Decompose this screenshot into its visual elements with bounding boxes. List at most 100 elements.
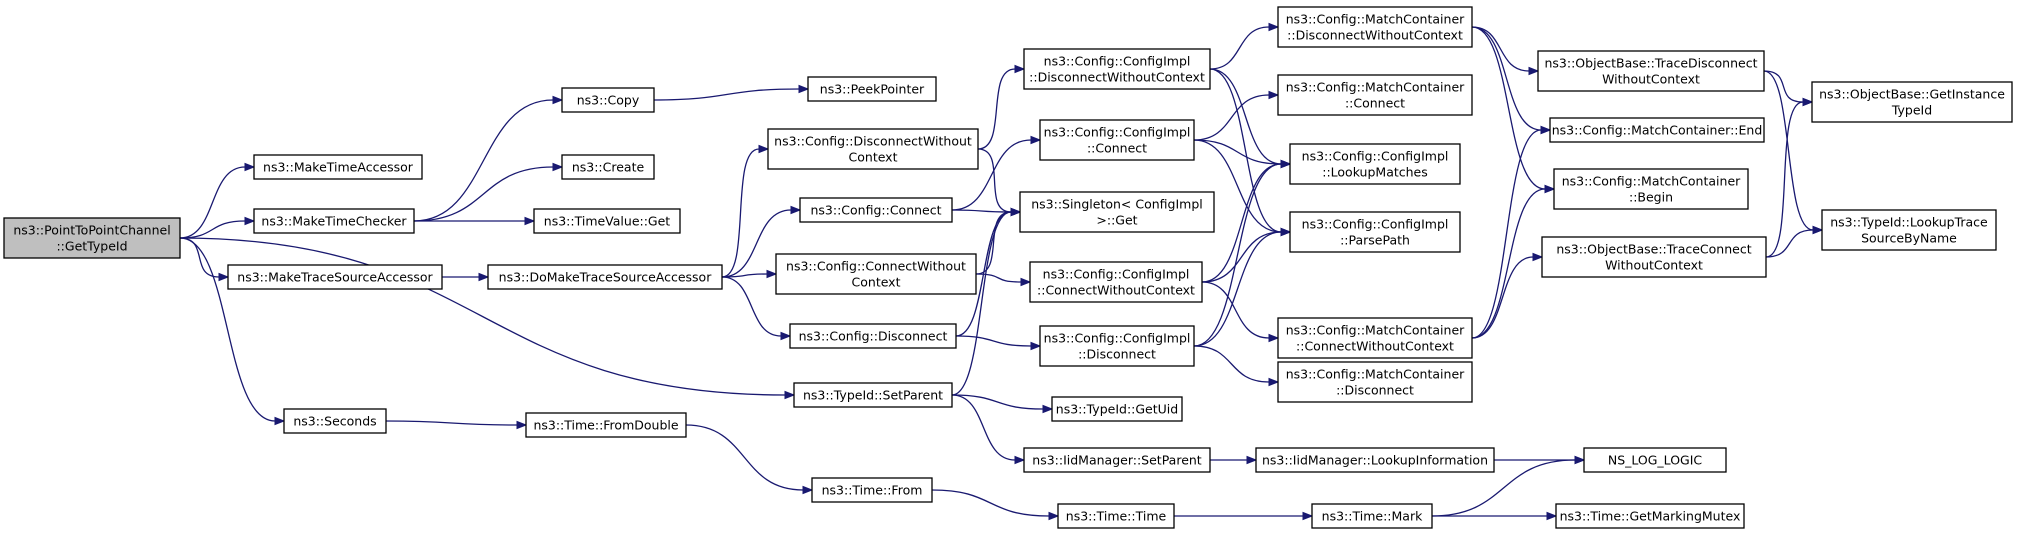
node-box — [525, 412, 687, 438]
node-cconn[interactable]: ns3::Config::Connect — [799, 197, 953, 223]
edge-line — [653, 88, 800, 101]
node-cidwc[interactable]: ns3::Config::ConfigImpl::DisconnectWitho… — [1023, 48, 1211, 90]
node-label: ns3::Config::ConfigImpl — [1302, 217, 1449, 232]
edge-line — [1471, 129, 1542, 339]
node-box — [1311, 503, 1433, 529]
nodes-layer: ns3::PointToPointChannel::GetTypeIdns3::… — [3, 6, 2013, 529]
node-label: ns3::MakeTimeAccessor — [263, 160, 414, 175]
edge-obtcwc-to-tilts — [1765, 225, 1824, 258]
node-box — [253, 208, 415, 234]
edge-line — [721, 148, 760, 278]
node-box — [1541, 236, 1767, 278]
node-dmtsa[interactable]: ns3::DoMakeTraceSourceAccessor — [487, 264, 723, 290]
arrowhead — [1048, 511, 1060, 521]
edge-tfrom-to-ttime — [931, 489, 1060, 521]
node-mcdwc[interactable]: ns3::Config::MatchContainer::DisconnectW… — [1277, 6, 1473, 48]
node-label: ns3::TypeId::LookupTrace — [1830, 215, 1988, 230]
node-box — [1553, 168, 1749, 210]
node-ccwc[interactable]: ns3::Config::ConnectWithoutContext — [775, 253, 977, 295]
arrowhead — [1010, 207, 1022, 217]
node-label: ns3::Config::DisconnectWithout — [774, 134, 972, 149]
edge-fromdouble-to-tfrom — [685, 424, 814, 495]
edge-mccwc-to-mcbegin — [1471, 184, 1556, 339]
edge-cicwc-to-mccwc — [1201, 281, 1280, 343]
node-create[interactable]: ns3::Create — [561, 154, 655, 180]
node-tvget[interactable]: ns3::TimeValue::Get — [533, 208, 681, 234]
node-box — [1039, 119, 1195, 161]
edge-line — [951, 209, 1012, 213]
node-box — [1277, 317, 1473, 359]
edge-mcdwc-to-obtdwc — [1471, 26, 1540, 76]
node-mcdisc[interactable]: ns3::Config::MatchContainer::Disconnect — [1277, 361, 1473, 403]
node-singleton[interactable]: ns3::Singleton< ConfigImpl>::Get — [1019, 191, 1215, 233]
node-gmm[interactable]: ns3::Time::GetMarkingMutex — [1555, 503, 1745, 529]
edges-layer — [179, 22, 1824, 521]
node-setparent[interactable]: ns3::TypeId::SetParent — [793, 382, 953, 408]
edge-line — [951, 394, 1044, 410]
node-cipp[interactable]: ns3::Config::ConfigImpl::ParsePath — [1289, 211, 1461, 253]
edge-obtcwc-to-obgit — [1765, 97, 1814, 258]
node-tmark[interactable]: ns3::Time::Mark — [1311, 503, 1433, 529]
edge-root-to-setparent — [179, 237, 796, 400]
node-iidli[interactable]: ns3::IidManager::LookupInformation — [1255, 447, 1495, 473]
node-box — [1277, 6, 1473, 48]
node-box — [1583, 447, 1727, 473]
edge-line — [1763, 70, 1804, 103]
edge-line — [685, 424, 804, 491]
arrowhead — [1030, 341, 1042, 351]
node-label: ns3::ObjectBase::GetInstance — [1819, 87, 2005, 102]
node-getuid[interactable]: ns3::TypeId::GetUid — [1051, 396, 1183, 422]
node-root[interactable]: ns3::PointToPointChannel::GetTypeId — [3, 217, 181, 259]
node-obtcwc[interactable]: ns3::ObjectBase::TraceConnectWithoutCont… — [1541, 236, 1767, 278]
node-cicon[interactable]: ns3::Config::ConfigImpl::Connect — [1039, 119, 1195, 161]
node-mtsa[interactable]: ns3::MakeTraceSourceAccessor — [227, 264, 443, 290]
node-label: ::ConnectWithoutContext — [1296, 339, 1454, 354]
node-box — [1039, 325, 1195, 367]
node-mccon[interactable]: ns3::Config::MatchContainer::Connect — [1277, 74, 1473, 116]
node-cdisc[interactable]: ns3::Config::Disconnect — [789, 323, 957, 349]
edge-line — [1471, 188, 1546, 339]
node-nslog[interactable]: NS_LOG_LOGIC — [1583, 447, 1727, 473]
node-cidisc[interactable]: ns3::Config::ConfigImpl::Disconnect — [1039, 325, 1195, 367]
edge-line — [1471, 256, 1534, 339]
node-obtdwc[interactable]: ns3::ObjectBase::TraceDisconnectWithoutC… — [1537, 50, 1765, 92]
edge-mccwc-to-mcend — [1471, 125, 1552, 339]
node-iidsp[interactable]: ns3::IidManager::SetParent — [1023, 447, 1211, 473]
node-mcbegin[interactable]: ns3::Config::MatchContainer::Begin — [1553, 168, 1749, 210]
arrowhead — [780, 331, 792, 341]
edge-mccwc-to-obtcwc — [1471, 252, 1544, 339]
node-label: ::Begin — [1629, 190, 1673, 205]
node-label: ns3::Config::Disconnect — [799, 329, 948, 344]
node-label: ns3::Config::ConnectWithout — [786, 259, 966, 274]
edge-line — [1763, 70, 1814, 231]
node-box — [1023, 447, 1211, 473]
edge-root-to-secs — [179, 237, 286, 426]
node-label: SourceByName — [1861, 231, 1957, 246]
node-copy[interactable]: ns3::Copy — [561, 87, 655, 113]
node-box — [1811, 81, 2013, 123]
node-label: ::Disconnect — [1336, 383, 1414, 398]
node-fromdouble[interactable]: ns3::Time::FromDouble — [525, 412, 687, 438]
node-tfrom[interactable]: ns3::Time::From — [811, 477, 933, 503]
node-cdwc[interactable]: ns3::Config::DisconnectWithoutContext — [767, 128, 979, 170]
node-mtc[interactable]: ns3::MakeTimeChecker — [253, 208, 415, 234]
node-mccwc[interactable]: ns3::Config::MatchContainer::ConnectWith… — [1277, 317, 1473, 359]
edge-line — [179, 237, 786, 396]
arrowhead — [1544, 184, 1556, 194]
node-mta[interactable]: ns3::MakeTimeAccessor — [253, 154, 423, 180]
node-box — [1023, 48, 1211, 90]
node-box — [283, 408, 387, 434]
node-peek[interactable]: ns3::PeekPointer — [807, 76, 937, 102]
node-cilm[interactable]: ns3::Config::ConfigImpl::LookupMatches — [1289, 143, 1461, 185]
node-mcend[interactable]: ns3::Config::MatchContainer::End — [1549, 117, 1765, 143]
node-label: WithoutContext — [1605, 258, 1703, 273]
arrowhead — [1014, 455, 1026, 465]
arrowhead — [758, 144, 770, 154]
node-cicwc[interactable]: ns3::Config::ConfigImpl::ConnectWithoutC… — [1029, 261, 1203, 303]
arrowhead — [552, 95, 564, 105]
node-ttime[interactable]: ns3::Time::Time — [1057, 503, 1175, 529]
node-secs[interactable]: ns3::Seconds — [283, 408, 387, 434]
node-label: NS_LOG_LOGIC — [1608, 453, 1703, 468]
